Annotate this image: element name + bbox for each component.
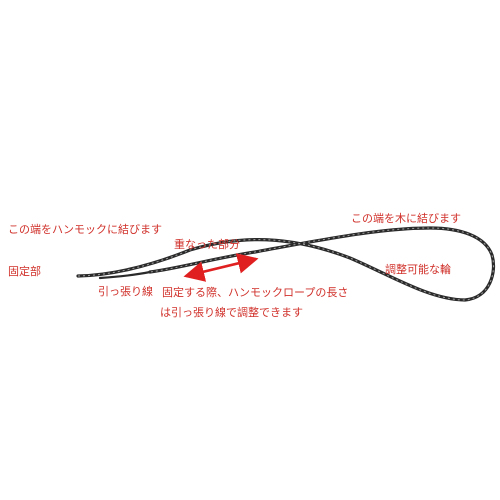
label-tie-to-tree: この端を木に結びます (351, 212, 461, 225)
label-overlap: 重なった部分 (174, 238, 240, 251)
label-tie-to-hammock: この端をハンモックに結びます (8, 223, 162, 236)
label-fixed-part: 固定部 (8, 265, 41, 278)
label-note-line-1: 固定する際、ハンモックロープの長さ (162, 286, 349, 299)
label-note-line-2: は引っ張り線で調整できます (160, 306, 303, 319)
rope (76, 226, 496, 302)
adjust-arrow (183, 253, 259, 282)
pull-line-end (98, 270, 152, 280)
label-pull-line: 引っ張り線 (98, 285, 153, 298)
label-adjustable-loop: 調整可能な輪 (385, 263, 451, 276)
